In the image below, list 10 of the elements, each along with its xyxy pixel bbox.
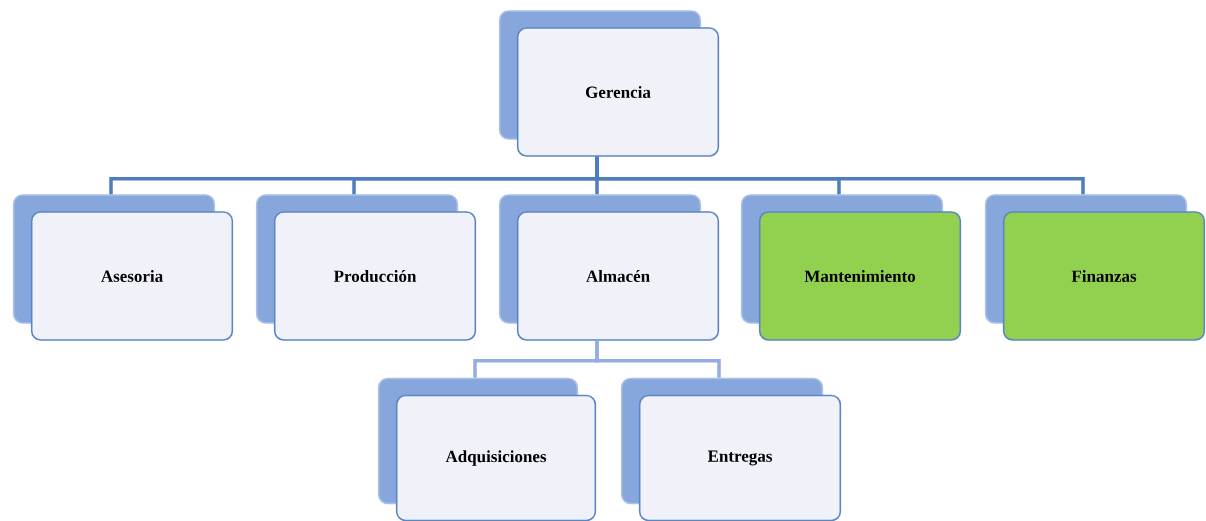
connector-line [595, 340, 721, 378]
org-box: Almacén [498, 194, 720, 341]
org-box: Mantenimiento [740, 194, 962, 341]
org-box: Gerencia [498, 10, 720, 157]
org-box: Asesoria [12, 194, 234, 341]
org-box: Adquisiciones [377, 377, 597, 521]
org-box: Entregas [620, 377, 842, 521]
org-box: Producción [255, 194, 477, 341]
org-box: Finanzas [984, 194, 1206, 341]
connector-line [595, 156, 1085, 195]
